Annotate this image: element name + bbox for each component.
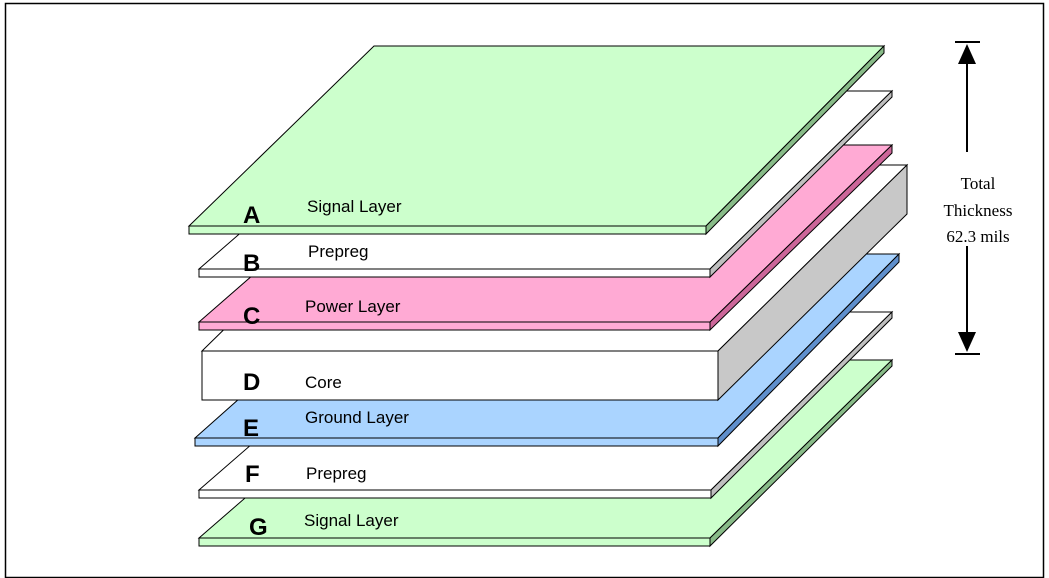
layer-g-letter: G bbox=[249, 514, 268, 541]
layer-c-name: Power Layer bbox=[305, 297, 401, 316]
layer-c-letter: C bbox=[243, 303, 260, 330]
layer-a-signal bbox=[187, 44, 886, 236]
thickness-arrow-down-head bbox=[958, 332, 976, 352]
layer-e-front-face bbox=[194, 437, 719, 447]
layer-d-name: Core bbox=[305, 373, 342, 392]
layer-b-name: Prepreg bbox=[308, 242, 368, 261]
layer-a-name: Signal Layer bbox=[307, 197, 402, 216]
layer-a-front-face bbox=[188, 225, 707, 235]
layer-d-letter: D bbox=[243, 369, 260, 396]
layer-c-front-face bbox=[198, 321, 711, 331]
layer-b-letter: B bbox=[243, 250, 260, 277]
layer-e-name: Ground Layer bbox=[305, 408, 409, 427]
layer-f-front-face bbox=[198, 489, 712, 499]
layer-e-letter: E bbox=[243, 415, 259, 442]
layer-d-front-face bbox=[201, 350, 719, 401]
layer-f-letter: F bbox=[245, 461, 260, 488]
thickness-label-line2: Thickness bbox=[944, 201, 1013, 220]
layer-g-name: Signal Layer bbox=[304, 511, 399, 530]
thickness-arrow bbox=[955, 41, 980, 355]
layer-b-front-face bbox=[198, 268, 711, 278]
thickness-label-line3: 62.3 mils bbox=[946, 227, 1009, 246]
layer-f-name: Prepreg bbox=[306, 464, 366, 483]
layer-g-front-face bbox=[198, 537, 711, 547]
layer-a-letter: A bbox=[243, 202, 260, 229]
thickness-label-line1: Total bbox=[961, 174, 996, 193]
thickness-arrow-up-head bbox=[958, 44, 976, 64]
